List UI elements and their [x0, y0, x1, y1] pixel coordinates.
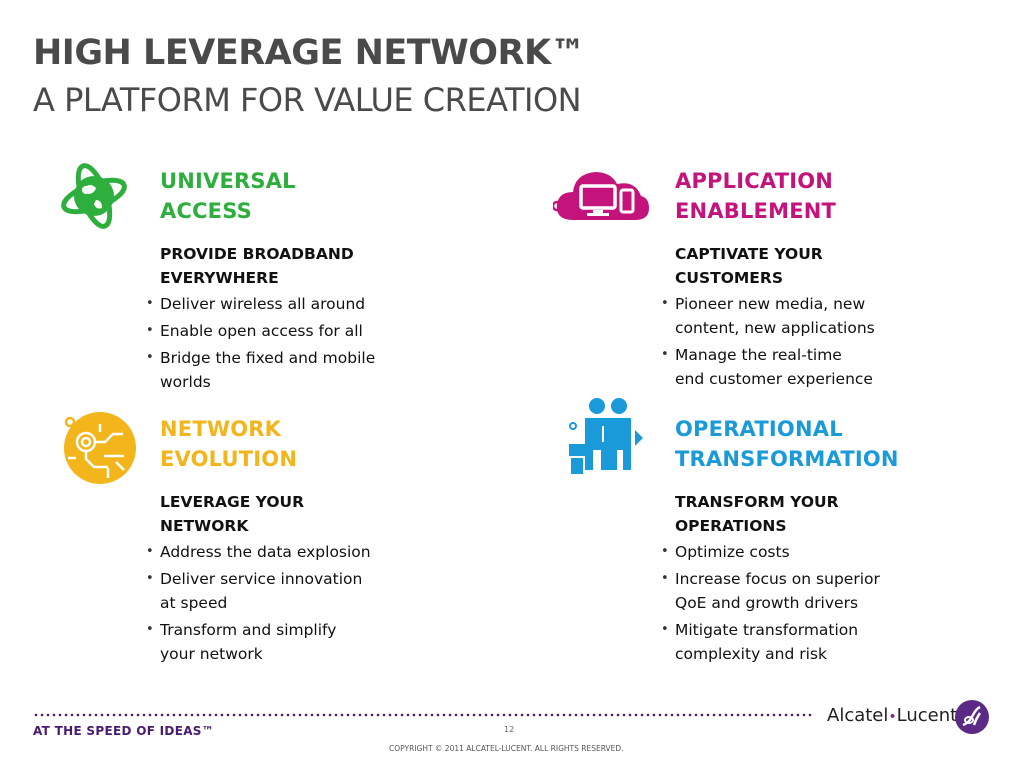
bullet-list: •Address the data explosion •Deliver ser… [146, 540, 420, 666]
quadrant-subheading: CAPTIVATE YOUR CUSTOMERS [675, 245, 823, 287]
list-item: •Optimize costs [661, 543, 790, 561]
bullet-list: •Deliver wireless all around •Enable ope… [146, 292, 420, 394]
footer-divider [33, 713, 813, 717]
globe-satellite-icon [60, 156, 140, 236]
quadrant-subheading: LEVERAGE YOUR NETWORK [160, 493, 305, 535]
people-operations-icon [567, 396, 647, 476]
quadrant-subheading: PROVIDE BROADBAND EVERYWHERE [160, 245, 354, 287]
list-item: •Manage the real-time end customer exper… [661, 346, 873, 388]
slide-subtitle: A PLATFORM FOR VALUE CREATION [33, 81, 582, 119]
quadrant-heading: OPERATIONAL TRANSFORMATION [675, 417, 899, 471]
list-item: •Mitigate transformation complexity and … [661, 621, 859, 663]
list-item: •Deliver service innovation at speed [146, 570, 363, 612]
list-item: •Transform and simplify your network [146, 621, 337, 663]
quadrant-subheading: TRANSFORM YOUR OPERATIONS [675, 493, 839, 535]
alcatel-lucent-logo-icon [954, 699, 990, 735]
bullet-list: •Optimize costs •Increase focus on super… [661, 540, 935, 666]
bullet-list: •Pioneer new media, new content, new app… [661, 292, 935, 391]
quadrant-heading: UNIVERSAL ACCESS [160, 169, 296, 223]
quadrant-heading: APPLICATION ENABLEMENT [675, 169, 837, 223]
list-item: •Increase focus on superior QoE and grow… [661, 570, 880, 612]
list-item: •Bridge the fixed and mobile worlds [146, 349, 376, 391]
page-number: 12 [504, 725, 515, 734]
slide-title: HIGH LEVERAGE NETWORK™ [33, 33, 586, 73]
brand-name-left: Alcatel [827, 705, 889, 726]
copyright-notice: COPYRIGHT © 2011 ALCATEL-LUCENT. ALL RIG… [389, 744, 624, 753]
list-item: •Address the data explosion [146, 543, 371, 561]
circuit-evolution-icon [60, 412, 140, 492]
cloud-devices-icon [551, 158, 653, 238]
list-item: •Deliver wireless all around [146, 295, 366, 313]
brand-name-right: Lucent [896, 705, 958, 726]
list-item: •Pioneer new media, new content, new app… [661, 295, 875, 337]
brand-dot: • [888, 709, 897, 725]
list-item: •Enable open access for all [146, 322, 363, 340]
brand-wordmark: Alcatel•Lucent [827, 705, 957, 726]
footer-tagline: AT THE SPEED OF IDEAS™ [33, 724, 215, 738]
quadrant-heading: NETWORK EVOLUTION [160, 417, 298, 471]
